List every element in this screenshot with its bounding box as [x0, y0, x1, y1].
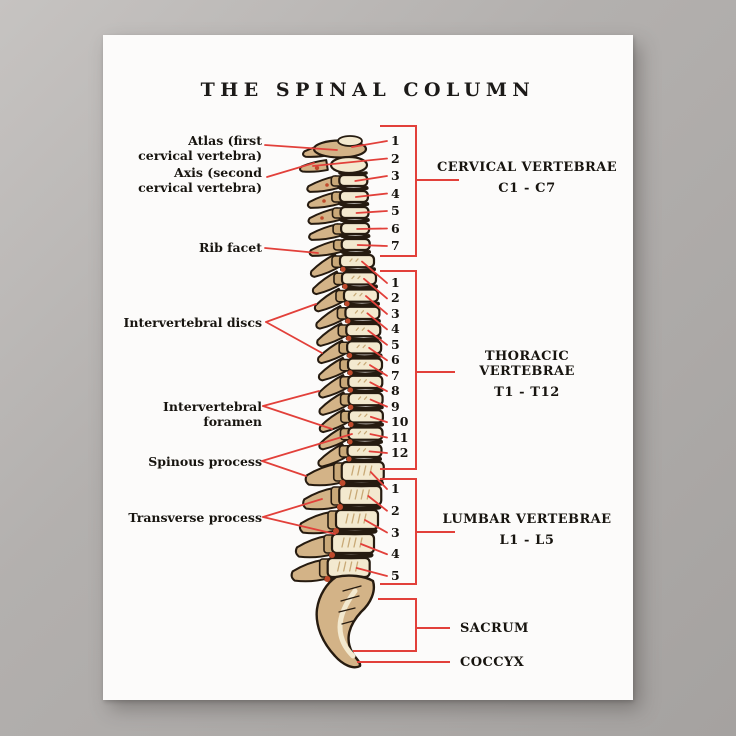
vertebra-number: 8 — [391, 383, 400, 399]
label-intervertebral-discs: Intervertebral discs — [123, 315, 262, 330]
vertebra-number: 1 — [391, 133, 400, 148]
label-axis: Axis (second cervical vertebra) — [138, 165, 262, 195]
section-range: L1 - L5 — [499, 533, 555, 548]
section-name: LUMBAR VERTEBRAE — [442, 512, 612, 527]
vertebra-number: 2 — [391, 150, 400, 166]
vertebra-number: 10 — [391, 414, 409, 430]
thoracic-bracket — [380, 270, 417, 470]
cervical-number-list: 1 2 3 4 5 6 7 — [391, 134, 400, 253]
vertebra-number: 2 — [391, 502, 400, 518]
vertebra-number: 4 — [391, 321, 400, 337]
cervical-connector-line — [417, 179, 459, 181]
label-transverse-process: Transverse process — [128, 510, 262, 525]
vertebra-number: 6 — [391, 352, 400, 368]
poster-title: THE SPINAL COLUMN — [200, 79, 536, 101]
label-atlas: Atlas (first cervical vertebra) — [138, 133, 262, 163]
label-spinous-process: Spinous process — [148, 454, 262, 469]
vertebra-number: 12 — [391, 444, 409, 460]
vertebra-number: 11 — [391, 429, 409, 445]
vertebra-number: 1 — [391, 481, 400, 496]
vertebra-number: 4 — [391, 185, 400, 201]
lumbar-connector-line — [417, 531, 455, 533]
sacrum-bracket-extension — [353, 650, 380, 652]
vertebra-number: 2 — [391, 290, 400, 306]
label-sacrum: SACRUM — [460, 621, 529, 636]
spinal-column-poster: THE SPINAL COLUMN Atlas (first cervical … — [103, 35, 633, 700]
vertebra-number: 3 — [391, 305, 400, 321]
lumbar-number-list: 1 2 3 4 5 — [391, 482, 400, 583]
section-range: C1 - C7 — [498, 181, 556, 196]
coccyx-leader-line — [357, 661, 450, 663]
vertebra-number: 5 — [391, 336, 400, 352]
vertebra-number: 4 — [391, 546, 400, 562]
cervical-bracket — [380, 125, 417, 257]
label-coccyx: COCCYX — [460, 655, 525, 670]
thoracic-connector-line — [417, 371, 455, 373]
vertebra-number: 6 — [391, 220, 400, 236]
sacrum-bracket — [378, 598, 417, 652]
vertebra-number: 3 — [391, 168, 400, 183]
section-label-thoracic: THORACIC VERTEBRAE T1 - T12 — [437, 349, 617, 400]
label-rib-facet: Rib facet — [198, 240, 262, 255]
section-label-lumbar: LUMBAR VERTEBRAE L1 - L5 — [437, 512, 617, 548]
vertebra-number: 7 — [391, 367, 400, 383]
vertebra-number: 5 — [391, 203, 400, 218]
section-name: THORACIC VERTEBRAE — [479, 349, 575, 379]
vertebra-number: 1 — [391, 275, 400, 290]
vertebra-number: 3 — [391, 524, 400, 540]
vertebra-number: 7 — [391, 238, 400, 253]
section-label-cervical: CERVICAL VERTEBRAE C1 - C7 — [437, 160, 617, 196]
vertebra-number: 5 — [391, 568, 400, 583]
sacrum-connector-line — [417, 627, 450, 629]
section-range: T1 - T12 — [494, 385, 560, 400]
lumbar-bracket — [380, 478, 417, 585]
vertebra-number: 9 — [391, 398, 400, 414]
section-name: CERVICAL VERTEBRAE — [437, 160, 618, 175]
label-intervertebral-foramen: Intervertebral foramen — [163, 399, 262, 429]
